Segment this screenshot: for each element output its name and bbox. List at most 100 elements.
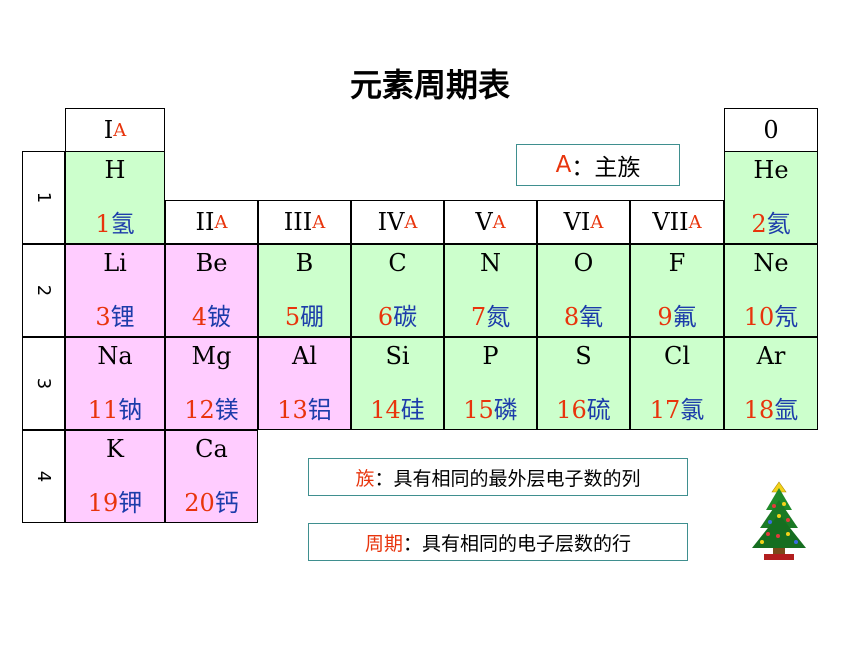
element-name: 铝 (307, 396, 332, 424)
note-text: ：具有相同的电子层数的行 (403, 532, 632, 555)
group-roman: II (195, 208, 215, 236)
atomic-number: 10 (743, 303, 775, 331)
atomic-number: 9 (657, 303, 673, 331)
group-roman: I (103, 116, 114, 144)
element-name: 镁 (214, 396, 239, 424)
group-header-0: 0 (724, 108, 818, 152)
element-name: 钙 (214, 489, 239, 517)
group-suffix: A (688, 211, 702, 233)
atomic-number: 14 (370, 396, 401, 424)
element-cell-ar: Ar 18氩 (724, 337, 818, 430)
element-cell-be: Be 4铍 (165, 244, 258, 337)
element-cell-li: Li 3锂 (65, 244, 165, 337)
element-cell-f: F 9氟 (630, 244, 724, 337)
element-cell-p: P 15磷 (444, 337, 537, 430)
element-symbol: P (482, 342, 499, 370)
group-roman: VII (652, 208, 689, 236)
group-suffix: A (214, 211, 228, 233)
group-suffix: A (492, 211, 506, 233)
period-label-1: 1 (22, 151, 65, 244)
atomic-number: 20 (184, 489, 215, 517)
element-symbol: Ne (753, 249, 789, 277)
note-label: 周期 (364, 532, 403, 555)
atomic-number: 18 (743, 396, 775, 424)
period-definition-note: 周期：具有相同的电子层数的行 (308, 523, 688, 561)
element-symbol: Mg (191, 342, 232, 370)
note-label: A (555, 152, 572, 178)
element-cell-mg: Mg 12镁 (165, 337, 258, 430)
group-suffix: A (404, 211, 418, 233)
period-label-2: 2 (22, 244, 65, 337)
element-cell-he: He 2氦 (724, 151, 818, 244)
element-name: 钠 (118, 396, 143, 424)
element-cell-b: B 5硼 (258, 244, 351, 337)
element-name: 锂 (110, 303, 135, 331)
note-label: 族 (355, 467, 375, 490)
atomic-number: 8 (563, 303, 580, 331)
element-symbol: N (480, 249, 501, 277)
element-cell-si: Si 14硅 (351, 337, 444, 430)
element-name: 磷 (493, 396, 518, 424)
element-name: 氟 (672, 303, 697, 331)
element-symbol: O (573, 249, 594, 277)
note-text: ：具有相同的最外层电子数的列 (374, 467, 641, 490)
element-name: 氧 (579, 303, 604, 331)
element-name: 硅 (400, 396, 425, 424)
element-symbol: B (295, 249, 314, 277)
group-roman: III (283, 208, 313, 236)
element-name: 铍 (207, 303, 232, 331)
atomic-number: 4 (191, 303, 208, 331)
group-roman: IV (377, 208, 405, 236)
element-name: 氢 (110, 210, 135, 238)
element-cell-s: S 16硫 (537, 337, 630, 430)
page-title: 元素周期表 (349, 66, 510, 104)
element-name: 氩 (774, 396, 799, 424)
element-cell-o: O 8氧 (537, 244, 630, 337)
atomic-number: 6 (377, 303, 394, 331)
element-symbol: F (668, 249, 686, 277)
atomic-number: 17 (649, 396, 681, 424)
element-symbol: H (104, 156, 126, 184)
element-symbol: Na (97, 342, 133, 370)
element-name: 硫 (586, 396, 611, 424)
atomic-number: 2 (751, 210, 767, 238)
atomic-number: 16 (556, 396, 587, 424)
main-group-note: A：主族 (516, 144, 680, 186)
element-symbol: C (388, 249, 407, 277)
element-name: 硼 (300, 303, 325, 331)
note-text: ：主族 (571, 155, 641, 181)
group-suffix: A (113, 119, 127, 141)
element-symbol: Ar (756, 342, 786, 370)
element-symbol: S (575, 342, 592, 370)
atomic-number: 11 (87, 396, 119, 424)
group-suffix: A (590, 211, 604, 233)
group-roman: 0 (763, 116, 779, 144)
element-name: 氮 (486, 303, 511, 331)
element-name: 氦 (766, 210, 791, 238)
element-symbol: Al (291, 342, 317, 370)
element-symbol: Si (385, 342, 410, 370)
christmas-tree-icon (752, 481, 806, 560)
period-label-4: 4 (22, 430, 65, 523)
atomic-number: 7 (470, 303, 487, 331)
atomic-number: 19 (87, 489, 119, 517)
element-cell-n: N 7氮 (444, 244, 537, 337)
element-symbol: Be (195, 249, 228, 277)
group-roman: V (475, 208, 493, 236)
element-name: 碳 (393, 303, 418, 331)
element-symbol: K (106, 435, 124, 463)
element-cell-h: H 1氢 (65, 151, 165, 244)
atomic-number: 15 (463, 396, 494, 424)
atomic-number: 1 (95, 210, 111, 238)
atomic-number: 3 (95, 303, 111, 331)
atomic-number: 13 (277, 396, 308, 424)
group-suffix: A (312, 211, 326, 233)
period-label-3: 3 (22, 337, 65, 430)
element-cell-c: C 6碳 (351, 244, 444, 337)
element-name: 钾 (118, 489, 143, 517)
element-symbol: Li (103, 249, 127, 277)
